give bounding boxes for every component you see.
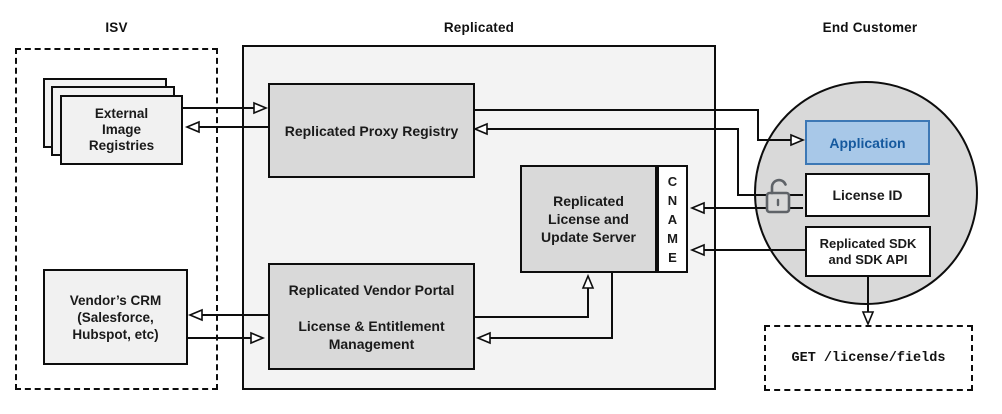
- cname-node: C N A M E: [657, 165, 688, 273]
- replicated-vendor-portal-node: Replicated Vendor Portal License & Entit…: [268, 263, 475, 370]
- application-node: Application: [805, 120, 930, 165]
- isv-dashed-boundary: [15, 48, 218, 390]
- arrowhead-into-get-box: [861, 311, 875, 327]
- get-endpoint-label: GET /license/fields: [791, 350, 946, 366]
- unlocked-padlock-icon: [765, 178, 791, 214]
- isv-section-header: ISV: [105, 20, 128, 35]
- external-image-registries-node: External Image Registries: [60, 95, 183, 165]
- vendors-crm-node: Vendor’s CRM (Salesforce, Hubspot, etc): [43, 269, 188, 365]
- end-customer-section-header: End Customer: [822, 20, 918, 35]
- replicated-section-header: Replicated: [443, 20, 515, 35]
- replicated-sdk-node: Replicated SDK and SDK API: [805, 226, 931, 277]
- get-license-fields-box: GET /license/fields: [764, 325, 973, 391]
- replicated-license-update-server-node: Replicated License and Update Server: [520, 165, 657, 273]
- license-id-node: License ID: [805, 173, 930, 217]
- replicated-proxy-registry-node: Replicated Proxy Registry: [268, 83, 475, 178]
